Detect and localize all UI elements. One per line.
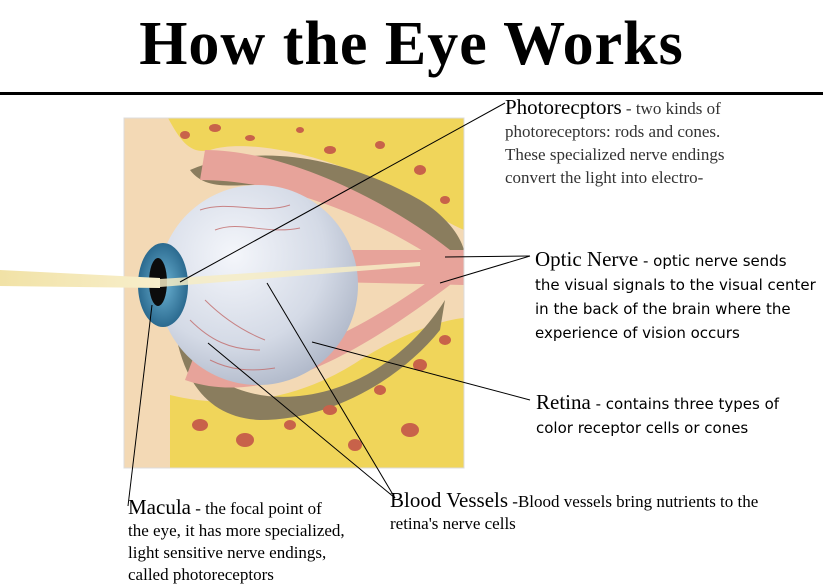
leader-macula [127,304,153,507]
term-retina: Retina [536,390,591,414]
lower-dark-tissue [175,300,445,420]
blood-vessel-lines [189,204,301,371]
term-macula: Macula [128,495,191,519]
desc-blood-vessels-line-2: retina's nerve cells [390,514,516,533]
leader-blood-vessels-b [266,282,396,499]
illustration-frame [123,117,465,469]
desc-optic-nerve-line-2: the visual signals to the visual center [535,276,816,294]
lower-orbit-bone [170,318,464,468]
label-optic-nerve: Optic Nerve - optic nerve sends the visu… [535,248,816,345]
page-title: How the Eye Works [139,10,684,78]
leader-optic-nerve-upper [444,255,531,258]
leader-blood-vessels-a [207,342,396,499]
label-retina: Retina - contains three types of color r… [536,391,779,440]
desc-photoreceptors-line-3: These specialized nerve endings [505,145,725,164]
label-blood-vessels: Blood Vessels -Blood vessels bring nutri… [390,489,758,535]
label-macula: Macula - the focal point of the eye, it … [128,496,345,586]
term-blood-vessels: Blood Vessels [390,488,509,512]
term-optic-nerve: Optic Nerve [535,247,639,271]
title-underline [0,92,823,95]
leader-optic-nerve-lower [439,255,531,284]
desc-photoreceptors-line-2: photoreceptors: rods and cones. [505,122,721,141]
desc-optic-nerve-line-3: in the back of the brain where the [535,300,791,318]
leader-lines [127,102,531,507]
desc-retina-line-1: - contains three types of [590,395,780,413]
desc-macula-line-1: - the focal point of [190,499,322,518]
label-photoreceptors: Photorecptors - two kinds of photorecept… [505,96,725,189]
term-photoreceptors: Photorecptors [505,95,622,119]
desc-retina-line-2: color receptor cells or cones [536,419,749,437]
desc-optic-nerve-line-1: - optic nerve sends [638,252,787,270]
bone-pores [180,124,451,451]
leader-photoreceptors [179,102,506,283]
light-beam [0,270,160,288]
desc-photoreceptors-line-1: - two kinds of [621,99,721,118]
desc-optic-nerve-line-4: experience of vision occurs [535,324,740,342]
desc-blood-vessels-line-1: -Blood vessels bring nutrients to the [508,492,759,511]
leader-retina [311,341,531,401]
desc-macula-line-2: the eye, it has more specialized, [128,521,345,540]
upper-orbit-bone [168,118,464,230]
upper-muscle [200,150,450,262]
desc-photoreceptors-line-4: convert the light into electro- [505,168,704,187]
desc-macula-line-4: called photoreceptors [128,565,274,584]
light-beam-inside [160,262,420,287]
desc-macula-line-3: light sensitive nerve endings, [128,543,327,562]
eye-illustration [124,118,464,468]
